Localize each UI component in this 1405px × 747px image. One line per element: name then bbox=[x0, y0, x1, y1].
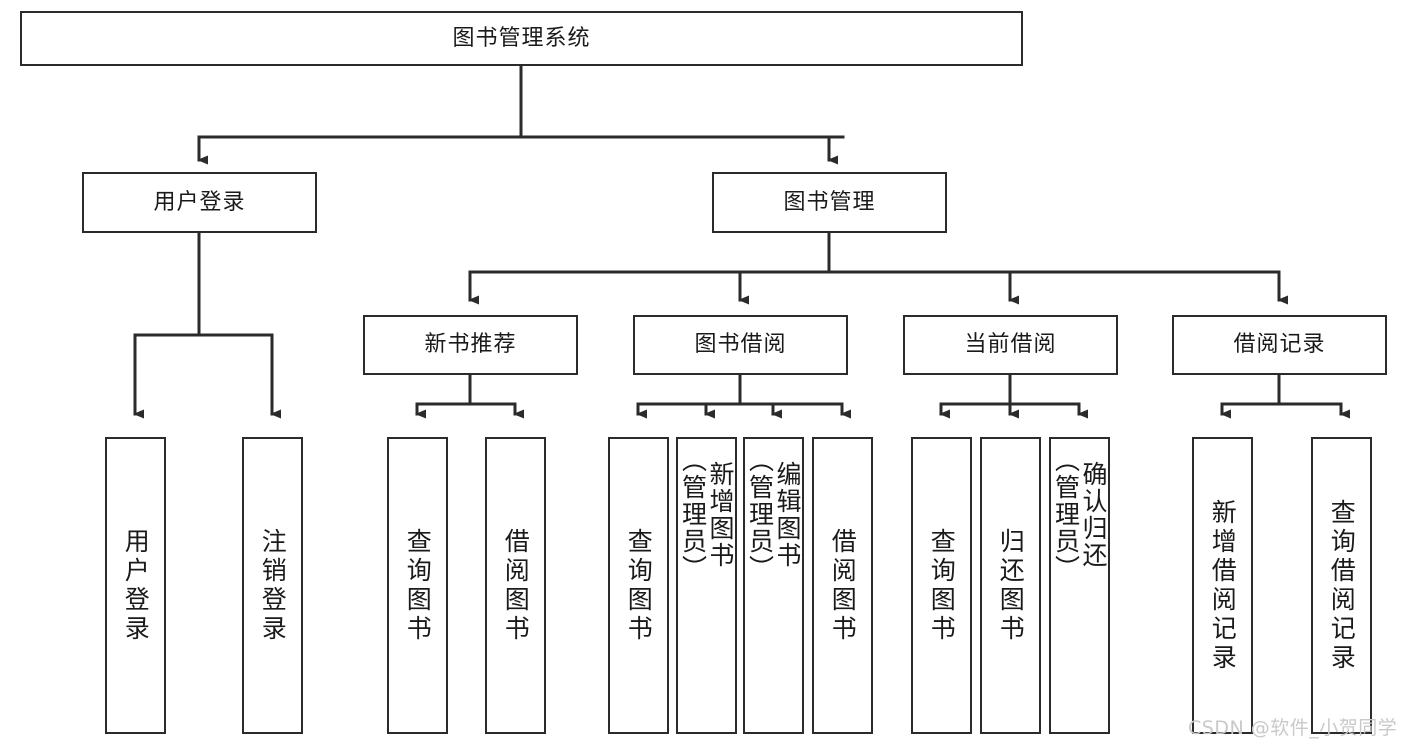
node-user-login[interactable]: 用户登录 bbox=[82, 172, 317, 233]
node-leaf-query-borrow-record[interactable]: 查询借阅记录 bbox=[1311, 437, 1372, 734]
node-leaf-query-book-recommend[interactable]: 查询图书 bbox=[387, 437, 448, 734]
node-label: 借阅图书 bbox=[828, 527, 858, 644]
node-leaf-borrow-book[interactable]: 借阅图书 bbox=[812, 437, 873, 734]
node-book-borrow[interactable]: 图书借阅 bbox=[633, 315, 848, 375]
node-leaf-user-login[interactable]: 用户登录 bbox=[105, 437, 166, 734]
node-label: 借阅记录 bbox=[1233, 332, 1326, 358]
node-leaf-add-borrow-record[interactable]: 新增借阅记录 bbox=[1192, 437, 1253, 734]
node-label: 查询图书 bbox=[624, 527, 654, 644]
node-leaf-confirm-return-admin[interactable]: 确认归还 （管理员） bbox=[1049, 437, 1110, 734]
node-label: 新增借阅记录 bbox=[1208, 498, 1238, 673]
node-label: 确认归还 （管理员） bbox=[1051, 447, 1109, 582]
node-label: 新书推荐 bbox=[424, 332, 517, 358]
node-book-management[interactable]: 图书管理 bbox=[712, 172, 947, 233]
node-label: 注销登录 bbox=[258, 527, 288, 644]
watermark: CSDN @软件_小贺同学 bbox=[1188, 717, 1398, 739]
node-label: 新增图书 （管理员） bbox=[678, 447, 736, 582]
node-borrow-record[interactable]: 借阅记录 bbox=[1172, 315, 1387, 375]
node-label: 查询借阅记录 bbox=[1327, 498, 1357, 673]
node-new-book-recommend[interactable]: 新书推荐 bbox=[363, 315, 578, 375]
node-label: 归还图书 bbox=[996, 527, 1026, 644]
node-label: 当前借阅 bbox=[964, 332, 1057, 358]
node-label: 用户登录 bbox=[121, 527, 151, 644]
node-root-system[interactable]: 图书管理系统 bbox=[20, 11, 1023, 66]
node-label: 图书借阅 bbox=[694, 332, 787, 358]
node-leaf-logout[interactable]: 注销登录 bbox=[242, 437, 303, 734]
node-leaf-borrow-book-recommend[interactable]: 借阅图书 bbox=[485, 437, 546, 734]
node-label: 查询图书 bbox=[927, 527, 957, 644]
node-label: 查询图书 bbox=[403, 527, 433, 644]
node-current-borrow[interactable]: 当前借阅 bbox=[903, 315, 1118, 375]
node-leaf-edit-book-admin[interactable]: 编辑图书 （管理员） bbox=[743, 437, 804, 734]
node-label: 用户登录 bbox=[153, 189, 246, 215]
node-label: 图书管理系统 bbox=[452, 25, 591, 51]
node-leaf-return-book[interactable]: 归还图书 bbox=[980, 437, 1041, 734]
node-leaf-query-book-borrow[interactable]: 查询图书 bbox=[608, 437, 669, 734]
node-label: 编辑图书 （管理员） bbox=[745, 447, 803, 582]
node-leaf-add-book-admin[interactable]: 新增图书 （管理员） bbox=[676, 437, 737, 734]
node-label: 借阅图书 bbox=[501, 527, 531, 644]
node-label: 图书管理 bbox=[783, 189, 876, 215]
node-leaf-query-book-current[interactable]: 查询图书 bbox=[911, 437, 972, 734]
